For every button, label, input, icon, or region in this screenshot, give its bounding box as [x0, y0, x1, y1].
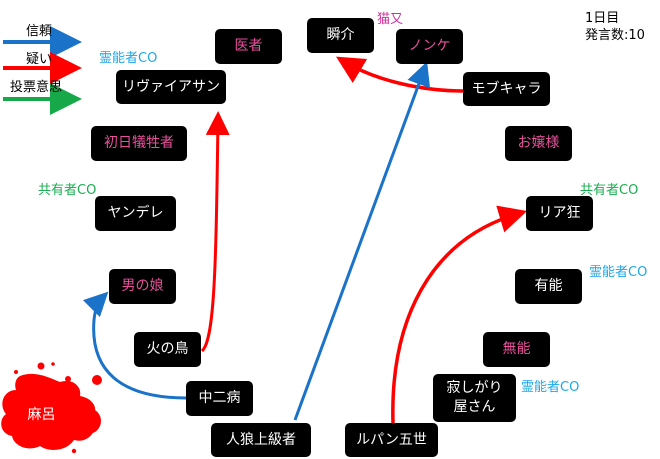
player-node-chunibyo[interactable]: 中二病 [186, 381, 253, 416]
player-node-shunsuke[interactable]: 瞬介 [307, 18, 374, 53]
edge-mobchara-to-shunsuke [335, 56, 466, 93]
player-name-line2: 屋さん [453, 399, 496, 415]
player-node-mobchara[interactable]: モブキャラ [463, 72, 550, 106]
edge-chuni-to-otokonoko [82, 291, 187, 400]
player-name: 瞬介 [326, 27, 355, 44]
player-name: 医者 [234, 38, 263, 55]
player-name: ルパン五世 [356, 431, 427, 448]
player-name: お嬢様 [517, 135, 560, 152]
player-name: 男の娘 [121, 278, 164, 295]
player-node-riakyo[interactable]: リア狂 [526, 196, 593, 231]
player-name: 無能 [502, 341, 531, 358]
blood-splatter-icon [1, 362, 102, 454]
player-name: 有能 [534, 278, 563, 295]
player-node-muno[interactable]: 無能 [483, 332, 550, 367]
player-node-maro-dead[interactable]: 麻呂 [3, 398, 100, 433]
edge-hinotori-to-leviathan [200, 111, 230, 353]
player-name: 寂しがり屋さん [447, 379, 503, 417]
tag-yuno-co: 霊能者CO [589, 265, 648, 280]
player-node-ojousama[interactable]: お嬢様 [505, 126, 572, 161]
edge-lupin-to-riakyo [391, 205, 528, 424]
player-node-lupin-gosei[interactable]: ルパン五世 [345, 423, 438, 457]
player-node-nonke[interactable]: ノンケ [396, 29, 463, 64]
player-node-otokonoko[interactable]: 男の娘 [109, 269, 176, 304]
player-name: リア狂 [538, 205, 581, 222]
player-name: 中二病 [198, 390, 241, 407]
player-name: ノンケ [408, 38, 451, 55]
player-node-hinotori[interactable]: 火の鳥 [134, 332, 201, 367]
player-name: 初日犠牲者 [104, 135, 174, 152]
player-name: 麻呂 [27, 407, 56, 424]
player-name: 火の鳥 [146, 341, 189, 358]
tag-leviathan-co: 霊能者CO [99, 51, 158, 66]
player-node-shonichi-giseisha[interactable]: 初日犠牲者 [91, 126, 187, 161]
statement-count: 発言数:10 [585, 27, 645, 43]
player-node-leviathan[interactable]: リヴァイアサン [116, 70, 226, 104]
info-panel: 1日目 発言数:10 [585, 11, 645, 45]
player-name: モブキャラ [471, 80, 542, 97]
day-label: 1日目 [585, 11, 620, 26]
player-name: 人狼上級者 [226, 431, 296, 448]
tag-yandere-co: 共有者CO [38, 183, 97, 198]
player-node-yuno[interactable]: 有能 [515, 269, 582, 304]
legend-label-trust: 信頼 [26, 24, 53, 39]
edge-jinro-to-nonke [293, 61, 431, 421]
player-name-line1: 寂しがり [446, 380, 503, 397]
player-node-jinro-jokyusha[interactable]: 人狼上級者 [211, 423, 311, 457]
player-node-yandere[interactable]: ヤンデレ [95, 196, 176, 231]
tag-shunsuke-role: 猫又 [377, 12, 404, 27]
player-name: リヴァイアサン [122, 78, 220, 95]
legend-label-doubt: 疑い [26, 52, 53, 67]
legend-label-vote-intent: 投票意思 [10, 80, 63, 95]
player-node-sabishigari[interactable]: 寂しがり屋さん [433, 374, 516, 422]
player-name: ヤンデレ [107, 205, 164, 222]
tag-sabishigari-co: 霊能者CO [521, 380, 580, 395]
player-node-iso[interactable]: 医者 [215, 29, 282, 64]
tag-riakyo-co: 共有者CO [580, 183, 639, 198]
